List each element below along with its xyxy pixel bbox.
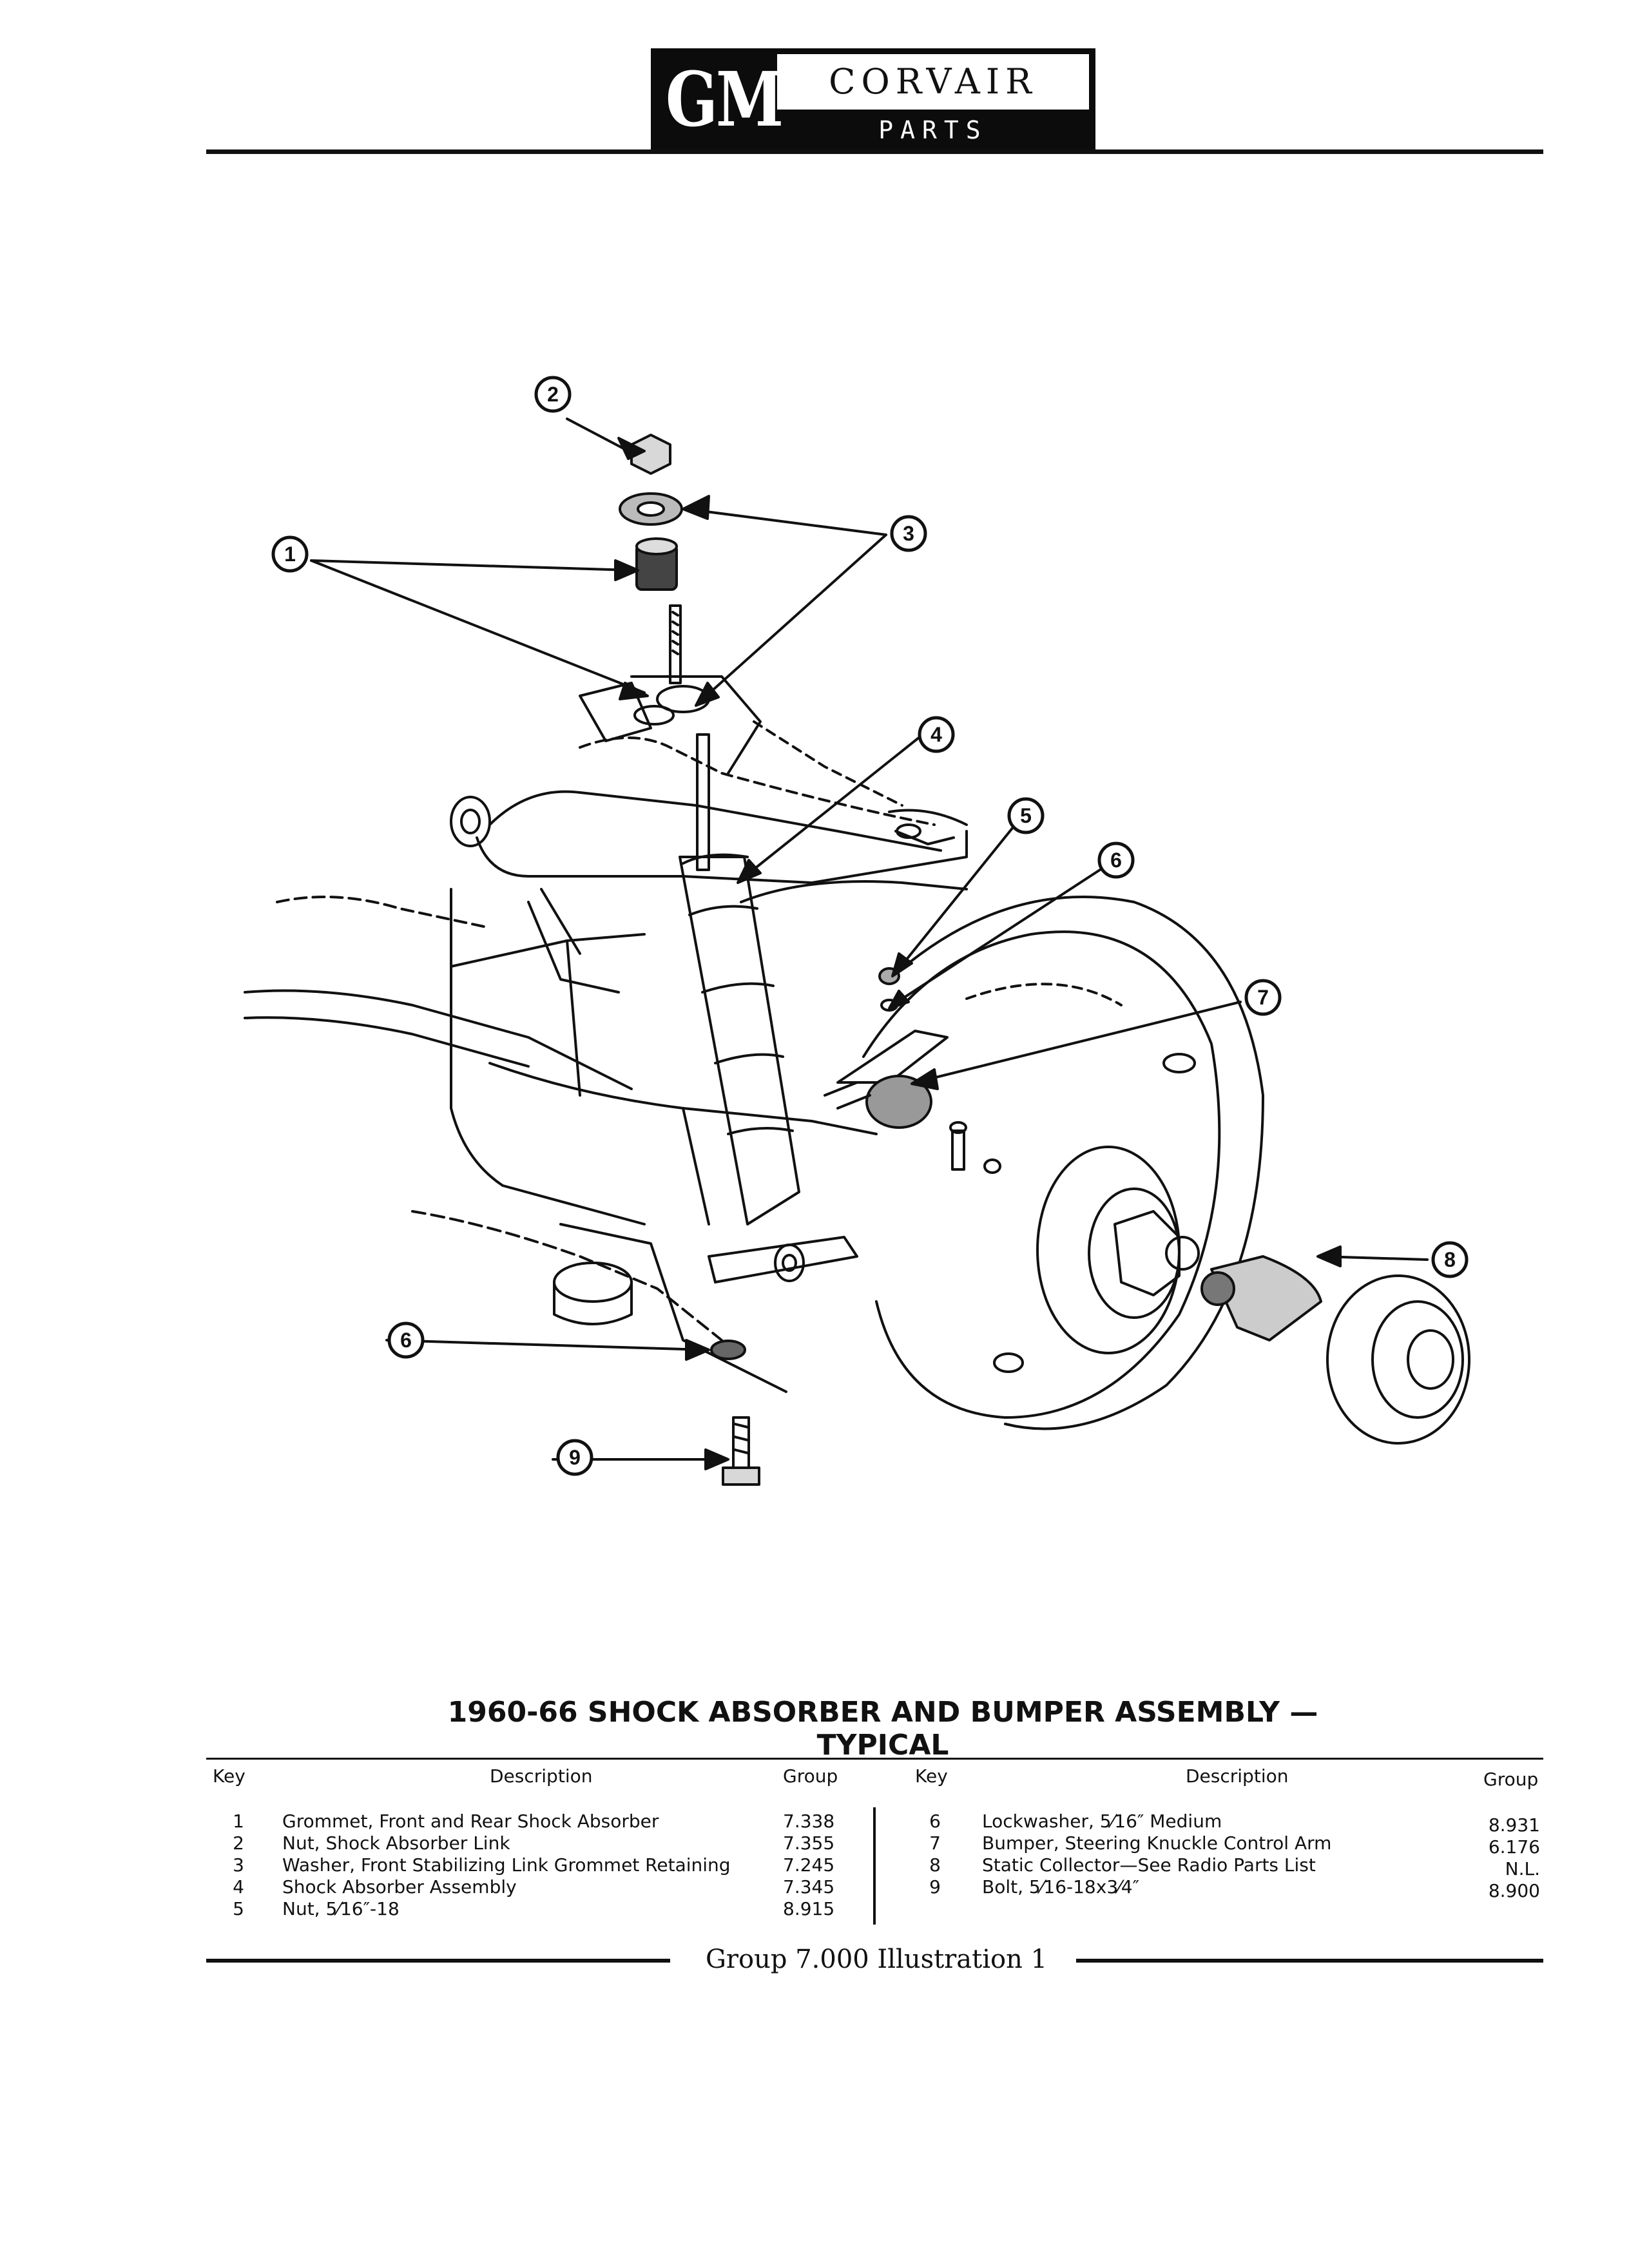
- header-description-left: Description: [490, 1765, 593, 1787]
- suspension-frame: [244, 675, 968, 1393]
- static-collector: [1200, 1255, 1322, 1341]
- list-item-group: 8.900: [1488, 1880, 1540, 1901]
- callout-2: 2: [534, 376, 572, 413]
- list-item-group: 6.176: [1488, 1836, 1540, 1858]
- svg-text:6: 6: [400, 1329, 412, 1352]
- list-item-group: 8.931: [1488, 1814, 1540, 1836]
- svg-text:6: 6: [1110, 849, 1122, 872]
- list-item-description: Shock Absorber Assembly: [282, 1876, 517, 1898]
- footer-rule-left: [206, 1959, 670, 1963]
- list-item-description: Lockwasher, 5⁄16″ Medium: [982, 1811, 1222, 1832]
- list-item-group: N.L.: [1505, 1858, 1540, 1879]
- callout-6-upper: 6: [1097, 841, 1135, 879]
- header-description-right: Description: [1186, 1765, 1289, 1787]
- list-item-key: 7: [929, 1832, 941, 1854]
- callout-8: 8: [1431, 1241, 1469, 1278]
- header-key-left: Key: [213, 1765, 246, 1787]
- list-item-key: 9: [929, 1876, 941, 1898]
- gm-logo: GM: [665, 56, 784, 144]
- list-item-description: Nut, 5⁄16″-18: [282, 1898, 400, 1919]
- lower-bolt-parts: [710, 1340, 760, 1486]
- callout-5: 5: [1007, 797, 1045, 834]
- list-item-key: 2: [233, 1832, 244, 1854]
- svg-text:9: 9: [569, 1446, 581, 1469]
- list-item-key: 4: [233, 1876, 244, 1898]
- list-item-description: Static Collector—See Radio Parts List: [982, 1854, 1316, 1876]
- list-item-key: 6: [929, 1811, 941, 1832]
- list-item-group: 7.345: [783, 1876, 835, 1898]
- svg-text:1: 1: [284, 543, 296, 566]
- callout-1: 1: [271, 535, 309, 573]
- svg-text:8: 8: [1444, 1248, 1456, 1271]
- upper-control-arm: [450, 796, 968, 847]
- list-item-group: 8.915: [783, 1898, 835, 1919]
- svg-text:3: 3: [903, 522, 914, 545]
- footer-group-illustration: Group 7.000 Illustration 1: [705, 1945, 1048, 1974]
- list-item-description: Bolt, 5⁄16-18x3⁄4″: [982, 1876, 1140, 1898]
- list-item-key: 1: [233, 1811, 244, 1832]
- brake-drum: [862, 896, 1264, 1430]
- brand-title: CORVAIR: [829, 61, 1037, 102]
- list-item-key: 5: [233, 1898, 244, 1919]
- header-rule: [206, 149, 1543, 154]
- column-separator: [873, 1807, 876, 1925]
- callout-7: 7: [1244, 979, 1282, 1016]
- lower-bushing: [553, 1262, 633, 1325]
- header-group-left: Group: [783, 1765, 838, 1787]
- brand-box: [777, 54, 1089, 110]
- svg-text:7: 7: [1257, 986, 1269, 1009]
- callout-3: 3: [890, 515, 927, 552]
- catalogue-subtitle: PARTS CATALOGUE: [834, 116, 1032, 178]
- bumper-assembly: [824, 967, 967, 1171]
- callout-6-lower: 6: [387, 1321, 425, 1359]
- list-item-description: Washer, Front Stabilizing Link Grommet R…: [282, 1854, 731, 1876]
- callout-4: 4: [918, 716, 955, 753]
- svg-text:5: 5: [1020, 804, 1032, 827]
- list-item-description: Grommet, Front and Rear Shock Absorber: [282, 1811, 659, 1832]
- shock-absorber: [669, 604, 858, 1283]
- header-key-right: Key: [915, 1765, 948, 1787]
- list-item-group: 7.245: [783, 1854, 835, 1876]
- table-top-rule: [206, 1758, 1543, 1760]
- list-item-description: Bumper, Steering Knuckle Control Arm: [982, 1832, 1332, 1854]
- illustration-title: 1960-66 SHOCK ABSORBER AND BUMPER ASSEMB…: [447, 1696, 1318, 1762]
- wheel-hub: [1036, 1146, 1200, 1354]
- list-item-description: Nut, Shock Absorber Link: [282, 1832, 510, 1854]
- list-item-group: 7.355: [783, 1832, 835, 1854]
- svg-text:4: 4: [930, 723, 942, 746]
- svg-text:2: 2: [547, 383, 559, 406]
- footer-rule-right: [1076, 1959, 1543, 1963]
- callout-9: 9: [556, 1439, 593, 1476]
- leader-lines: [310, 418, 1429, 1470]
- list-item-key: 3: [233, 1854, 244, 1876]
- exploded-parts-diagram: 1 2 3 4 5 6 7 8 6 9: [244, 376, 1470, 1486]
- list-item-group: 7.338: [783, 1811, 835, 1832]
- dust-cap: [1326, 1274, 1470, 1445]
- list-item-key: 8: [929, 1854, 941, 1876]
- header-group-right: Group: [1483, 1769, 1539, 1790]
- top-mount-parts: [619, 434, 710, 726]
